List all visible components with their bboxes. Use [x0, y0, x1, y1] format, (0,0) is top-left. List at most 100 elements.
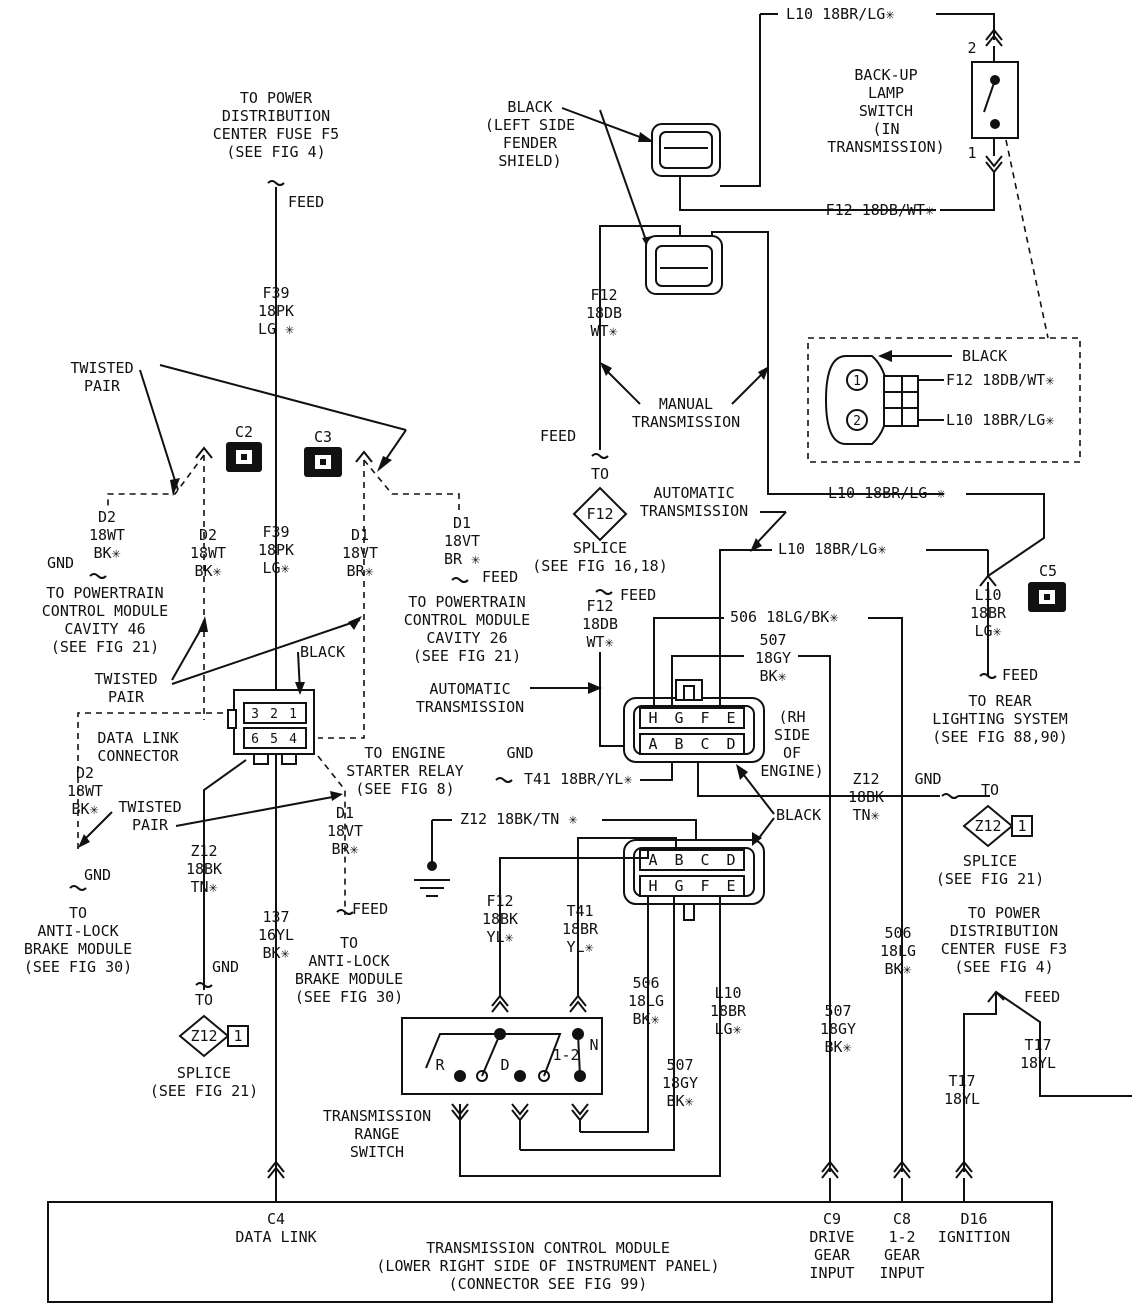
text-line: TO POWERTRAIN	[408, 593, 525, 611]
ec-pin-f: F	[700, 709, 709, 727]
gnd-label-starter: GND	[506, 744, 533, 762]
text-line: TO ENGINE	[364, 744, 445, 762]
text-line: ANTI-LOCK	[37, 922, 118, 940]
dlc-foot-left	[253, 753, 269, 765]
trs-pos-12: 1-2	[552, 1046, 579, 1064]
text-line: 18VT	[327, 822, 363, 840]
text-line: INPUT	[809, 1264, 854, 1282]
c5-connector-pin	[1044, 594, 1050, 600]
arrow-head-tp2	[377, 456, 392, 472]
twisted-pair-leader-1	[139, 369, 179, 491]
wire-label-f12-horiz: F12 18DB/WT✳	[826, 201, 934, 219]
text-line: TO	[69, 904, 87, 922]
trs-pin-g: G	[674, 877, 683, 895]
wire-d2-left	[107, 454, 205, 506]
wire-label-l10-mid2: L10 18BR/LG✳	[778, 540, 886, 558]
text-line: WT✳	[590, 322, 617, 340]
fender-connector-bottom-inner	[655, 245, 713, 287]
text-line: L10	[714, 984, 741, 1002]
text-line: 18GY	[820, 1020, 856, 1038]
feed-break-d1-low	[336, 909, 354, 915]
tcm-title: TRANSMISSION CONTROL MODULE(LOWER RIGHT …	[376, 1239, 719, 1293]
text-line: 18WT	[67, 782, 103, 800]
text-line: 18GY	[662, 1074, 698, 1092]
tcm-chevron-c9	[821, 1160, 839, 1179]
text-line: LIGHTING SYSTEM	[932, 710, 1067, 728]
text-line: BACK-UP	[854, 66, 917, 84]
trs-pos-d: D	[500, 1056, 509, 1074]
wire-t17-left	[963, 992, 997, 1172]
c3-label: C3	[314, 428, 332, 446]
trs-pin-c: C	[700, 851, 709, 869]
text-line: PAIR	[108, 688, 145, 706]
text-line: C8	[893, 1210, 911, 1228]
fender-connector-top-inner	[659, 131, 713, 169]
switch-blade	[983, 79, 996, 113]
text-line: D2	[199, 526, 217, 544]
trs-chevron-d	[511, 1103, 529, 1122]
text-line: BRAKE MODULE	[295, 970, 403, 988]
text-line: (SEE FIG 21)	[150, 1082, 258, 1100]
text-line: PAIR	[84, 377, 121, 395]
wire-z12-to-c	[697, 762, 940, 797]
text-line: (SEE FIG 30)	[24, 958, 132, 976]
arrow-head-tp1	[170, 478, 180, 496]
text-line: YL✳	[486, 928, 513, 946]
trs-connector-row-top	[639, 849, 745, 871]
text-line: LG ✳	[258, 320, 294, 338]
wire-506-trs	[580, 896, 649, 1133]
text-line: T17	[1024, 1036, 1051, 1054]
text-line: (SEE FIG 4)	[954, 958, 1053, 976]
text-line: (SEE FIG 30)	[295, 988, 403, 1006]
text-line: LG✳	[714, 1020, 741, 1038]
wire-f12-yl	[499, 850, 649, 996]
arrow-head-tp4	[348, 616, 362, 630]
wire-label-z12-horiz: Z12 18BK/TN ✳	[460, 810, 577, 828]
feed-break-f39	[267, 180, 285, 186]
inset-pin-1: 1	[853, 374, 861, 389]
wire-507-to-g	[671, 655, 744, 708]
trs-pos-r: R	[435, 1056, 445, 1074]
text-line: FENDER	[503, 134, 558, 152]
text-line: 18GY	[755, 649, 791, 667]
text-line: 18BK	[186, 860, 222, 878]
at-arrow	[588, 682, 602, 694]
tcm-chevron-c4	[267, 1160, 285, 1179]
text-line: SWITCH	[350, 1143, 404, 1161]
text-line: T41	[566, 902, 593, 920]
text-line: CONTROL MODULE	[42, 602, 168, 620]
transmission-control-module	[47, 1201, 1053, 1303]
wire-507-right	[798, 655, 831, 1172]
to-label-f12: TO	[591, 465, 609, 483]
text-line: 18VT	[444, 532, 480, 550]
splice-fig1618-label: SPLICE(SEE FIG 16,18)	[532, 539, 667, 575]
wire-506-right	[868, 617, 903, 1172]
text-line: LG✳	[262, 559, 289, 577]
text-line: TRANSMISSION	[632, 413, 740, 431]
splice-fig21-left: SPLICE(SEE FIG 21)	[150, 1064, 258, 1100]
chevron-c2	[195, 446, 213, 459]
wire-l10-top-left	[720, 14, 761, 187]
wire-l10-top-right	[936, 13, 995, 40]
